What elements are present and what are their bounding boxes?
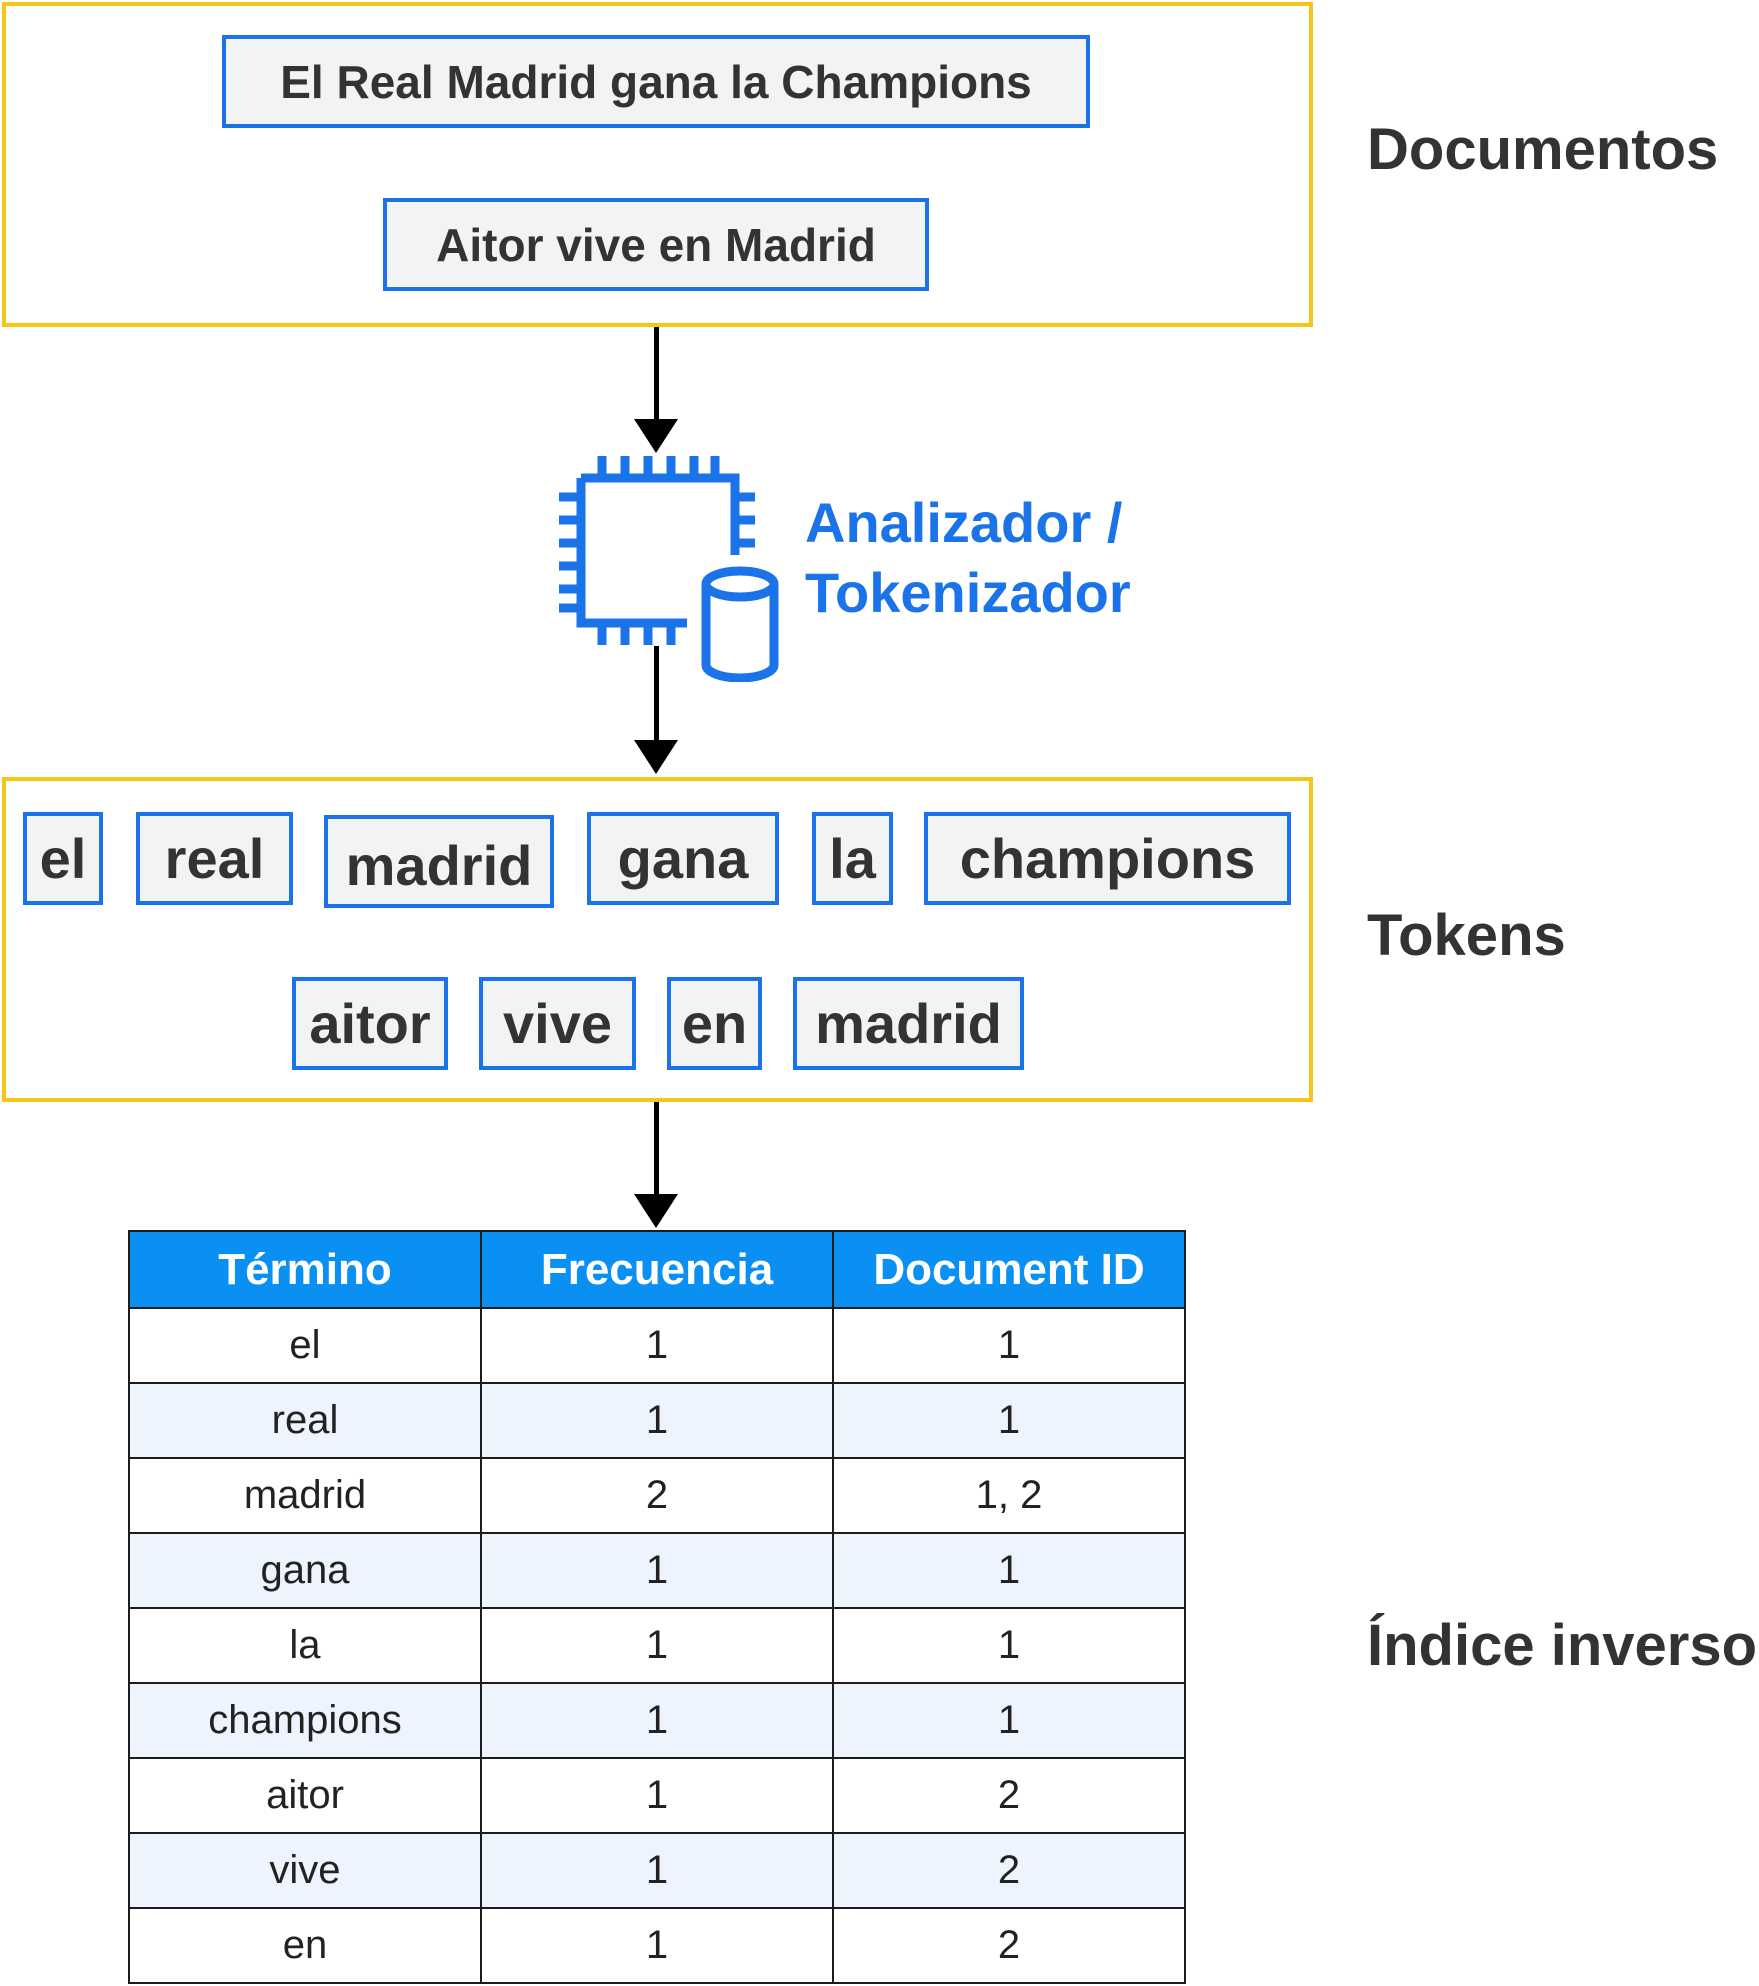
document-2: Aitor vive en Madrid xyxy=(383,198,929,291)
inverted-index-table: Término Frecuencia Document ID el 1 1 re… xyxy=(128,1230,1186,1984)
cell-document-id: 1 xyxy=(832,1532,1186,1609)
table-row: en 1 2 xyxy=(128,1907,1186,1984)
analyzer-label-line2: Tokenizador xyxy=(805,561,1131,624)
table-row: madrid 2 1, 2 xyxy=(128,1457,1186,1534)
inverted-index-label: Índice inverso xyxy=(1367,1613,1758,1678)
token-vive: vive xyxy=(479,977,636,1070)
cell-frequency: 1 xyxy=(480,1907,834,1984)
tokens-label: Tokens xyxy=(1367,903,1566,968)
header-frecuencia: Frecuencia xyxy=(480,1230,834,1309)
cell-term: real xyxy=(128,1382,482,1459)
cell-frequency: 1 xyxy=(480,1382,834,1459)
cell-term: champions xyxy=(128,1682,482,1759)
cell-term: el xyxy=(128,1307,482,1384)
cell-term: en xyxy=(128,1907,482,1984)
analyzer-label-line1: Analizador / xyxy=(805,491,1123,554)
table-row: el 1 1 xyxy=(128,1307,1186,1384)
token-madrid-2: madrid xyxy=(793,977,1024,1070)
cell-term: vive xyxy=(128,1832,482,1909)
cell-frequency: 1 xyxy=(480,1307,834,1384)
table-row: gana 1 1 xyxy=(128,1532,1186,1609)
chip-database-icon xyxy=(559,456,779,682)
token-la: la xyxy=(812,812,893,905)
header-document-id: Document ID xyxy=(832,1230,1186,1309)
table-row: champions 1 1 xyxy=(128,1682,1186,1759)
table-row: real 1 1 xyxy=(128,1382,1186,1459)
cell-document-id: 1 xyxy=(832,1682,1186,1759)
cell-document-id: 1 xyxy=(832,1382,1186,1459)
cell-frequency: 1 xyxy=(480,1682,834,1759)
token-aitor: aitor xyxy=(292,977,448,1070)
header-termino: Término xyxy=(128,1230,482,1309)
cell-document-id: 1 xyxy=(832,1307,1186,1384)
cell-frequency: 1 xyxy=(480,1532,834,1609)
table-row: vive 1 2 xyxy=(128,1832,1186,1909)
token-el: el xyxy=(23,812,103,905)
cell-term: aitor xyxy=(128,1757,482,1834)
token-gana: gana xyxy=(587,812,779,905)
cell-document-id: 1, 2 xyxy=(832,1457,1186,1534)
cell-document-id: 2 xyxy=(832,1832,1186,1909)
cell-frequency: 1 xyxy=(480,1757,834,1834)
cell-document-id: 1 xyxy=(832,1607,1186,1684)
table-row: la 1 1 xyxy=(128,1607,1186,1684)
document-1: El Real Madrid gana la Champions xyxy=(222,35,1090,128)
cell-term: gana xyxy=(128,1532,482,1609)
cell-frequency: 1 xyxy=(480,1607,834,1684)
cell-frequency: 2 xyxy=(480,1457,834,1534)
token-madrid: madrid xyxy=(324,815,554,908)
analyzer-label: Analizador / Tokenizador xyxy=(805,488,1131,628)
cell-term: la xyxy=(128,1607,482,1684)
documents-label: Documentos xyxy=(1367,117,1719,182)
table-header-row: Término Frecuencia Document ID xyxy=(128,1230,1186,1309)
token-en: en xyxy=(667,977,762,1070)
cell-frequency: 1 xyxy=(480,1832,834,1909)
cell-document-id: 2 xyxy=(832,1907,1186,1984)
cell-document-id: 2 xyxy=(832,1757,1186,1834)
table-row: aitor 1 2 xyxy=(128,1757,1186,1834)
token-real: real xyxy=(136,812,293,905)
token-champions: champions xyxy=(924,812,1291,905)
cell-term: madrid xyxy=(128,1457,482,1534)
